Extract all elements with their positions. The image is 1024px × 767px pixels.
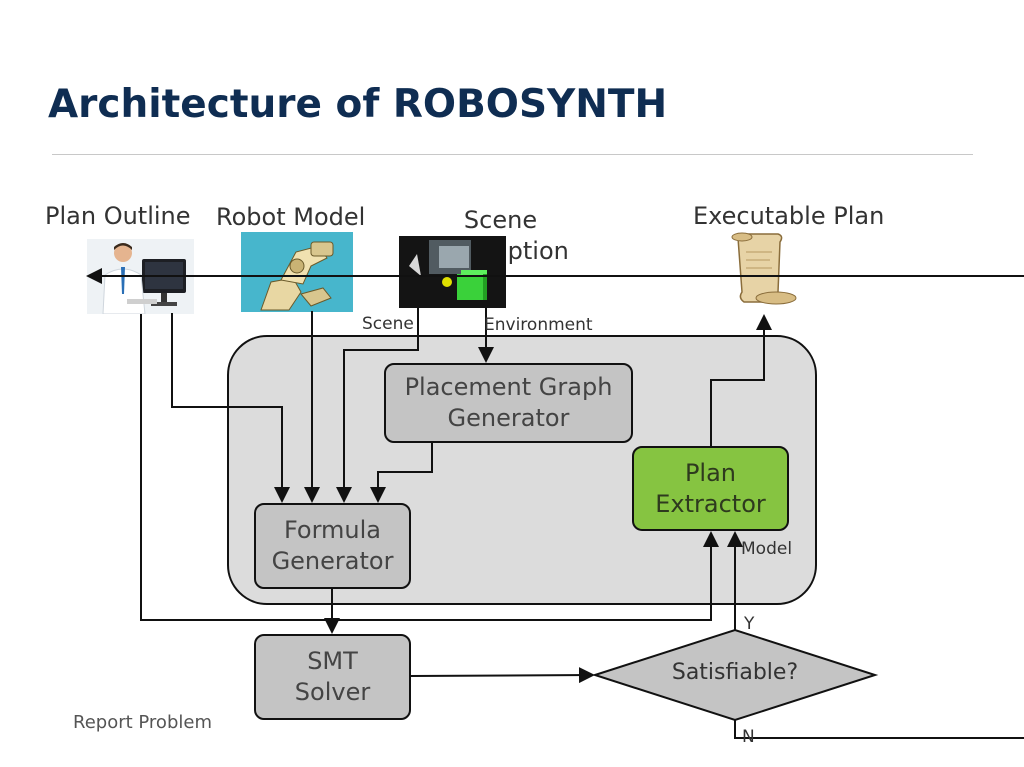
yes-edge-label: Y [744,614,755,634]
no-branch-line [734,720,1024,739]
slide-title: Architecture of ROBOSYNTH [48,82,668,127]
plan-outline-to-formula [171,313,290,503]
placement-graph-generator-box: Placement Graph Generator [384,363,633,443]
satisfiable-decision-diamond [591,628,879,722]
scene-to-formula [336,308,419,503]
environment-edge-label: Environment [484,315,593,335]
scene-edge-label: Scene [362,314,414,334]
scene-render-image [399,236,506,308]
plan-outline-to-extractor [140,314,719,621]
model-edge-label: Model [741,539,793,559]
robot-arm-image [241,232,353,312]
satisfiable-label: Satisfiable? [671,660,799,685]
smt-to-decision [410,667,595,684]
report-problem-link[interactable]: Report Problem [73,712,212,733]
robot-model-label: Robot Model [216,203,366,231]
formula-generator-box: Formula Generator [254,503,411,589]
title-divider [52,154,973,155]
scroll-image [728,232,798,307]
executable-plan-label: Executable Plan [693,202,885,230]
plan-outline-label: Plan Outline [45,202,191,230]
smt-solver-box: SMT Solver [254,634,411,720]
extractor-to-plan [710,314,772,446]
no-edge-label: N [742,727,755,747]
placement-to-formula [370,443,433,503]
plan-extractor-box: Plan Extractor [632,446,789,531]
